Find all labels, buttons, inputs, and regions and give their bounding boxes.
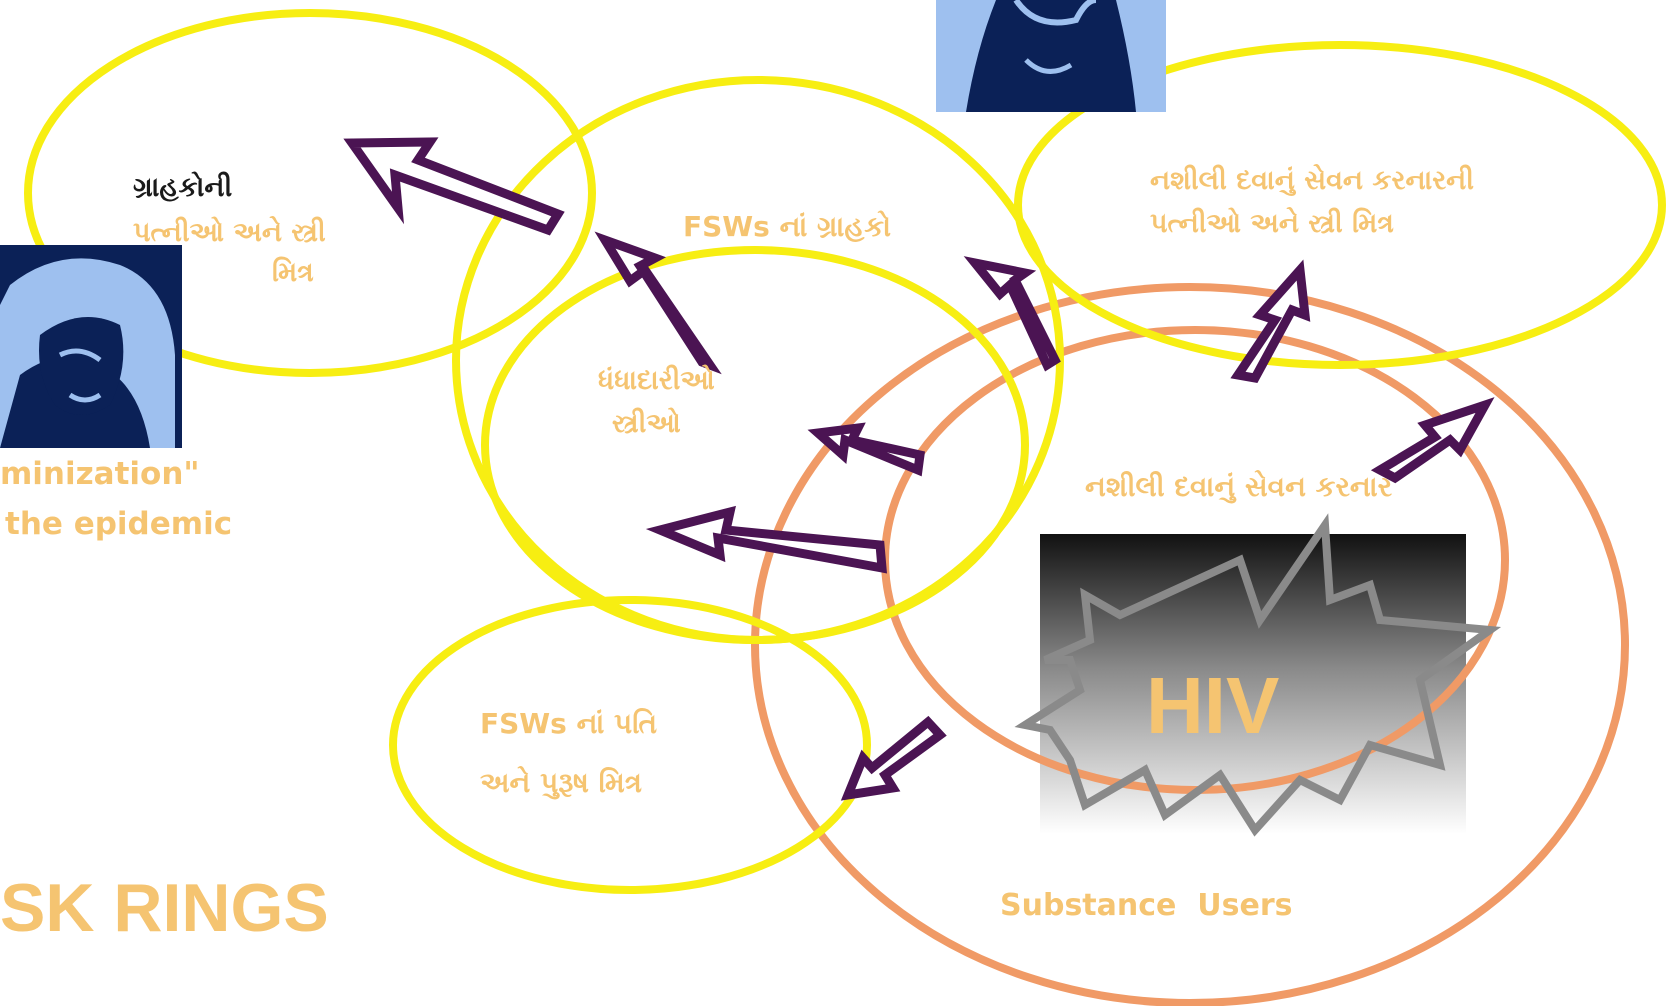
arrow-to-wives-of-clients xyxy=(343,137,565,236)
arrow-sex-workers-to-clients xyxy=(594,231,722,375)
arrow-to-fsw-partners xyxy=(840,715,947,801)
wives-of-clients-line1: ગ્રાહકોની xyxy=(133,172,233,203)
drug-users-label: નશીલી દવાનું સેવન કરનાર xyxy=(1085,470,1393,503)
substance-users-label: Substance Users xyxy=(1000,888,1293,923)
hiv-label: HIV xyxy=(1146,661,1280,750)
fsw-partners-ring xyxy=(389,596,871,894)
wives-of-drug-users-ring xyxy=(1014,41,1666,369)
substance-users-ring xyxy=(751,283,1629,1006)
fsw-clients-label: FSWs નાં ગ્રાહકો xyxy=(683,210,892,243)
woman-photo-left xyxy=(0,245,182,448)
arrow-to-left-small xyxy=(807,422,926,477)
fsw-clients-ring xyxy=(452,76,1064,644)
wives-of-drug-users-line1: નશીલી દવાનું સેવન કરનારની xyxy=(1150,165,1474,196)
hiv-starburst xyxy=(1014,513,1502,837)
subtitle-fragment: the epidemic xyxy=(5,506,233,542)
sex-workers-line2: સ્ત્રીઓ xyxy=(612,408,681,439)
arrow-to-right xyxy=(1370,397,1495,484)
wives-of-drug-users-line2: પત્નીઓ અને સ્ત્રી મિત્ર xyxy=(1150,208,1394,239)
wives-of-clients-line3: મિત્ર xyxy=(272,257,314,288)
header-fragment: minization" xyxy=(0,456,200,492)
woman-photo-top xyxy=(936,0,1166,112)
fsw-partners-line2: અને પુરૂષ મિત્ર xyxy=(480,766,642,799)
title-fragment: SK RINGS xyxy=(0,870,329,946)
fsw-partners-line1: FSWs નાં પતિ xyxy=(480,707,658,740)
arrow-to-left-large xyxy=(645,505,887,574)
wives-of-clients-ring xyxy=(24,9,596,377)
arrow-to-fsw-clients xyxy=(963,256,1061,372)
sex-workers-ring xyxy=(481,246,1029,644)
arrow-to-wives-of-drug-users xyxy=(1230,259,1311,383)
sex-workers-line1: ધંધાદારીઓ xyxy=(598,365,715,396)
wives-of-clients-line2: પત્નીઓ અને સ્ત્રી xyxy=(133,217,326,248)
